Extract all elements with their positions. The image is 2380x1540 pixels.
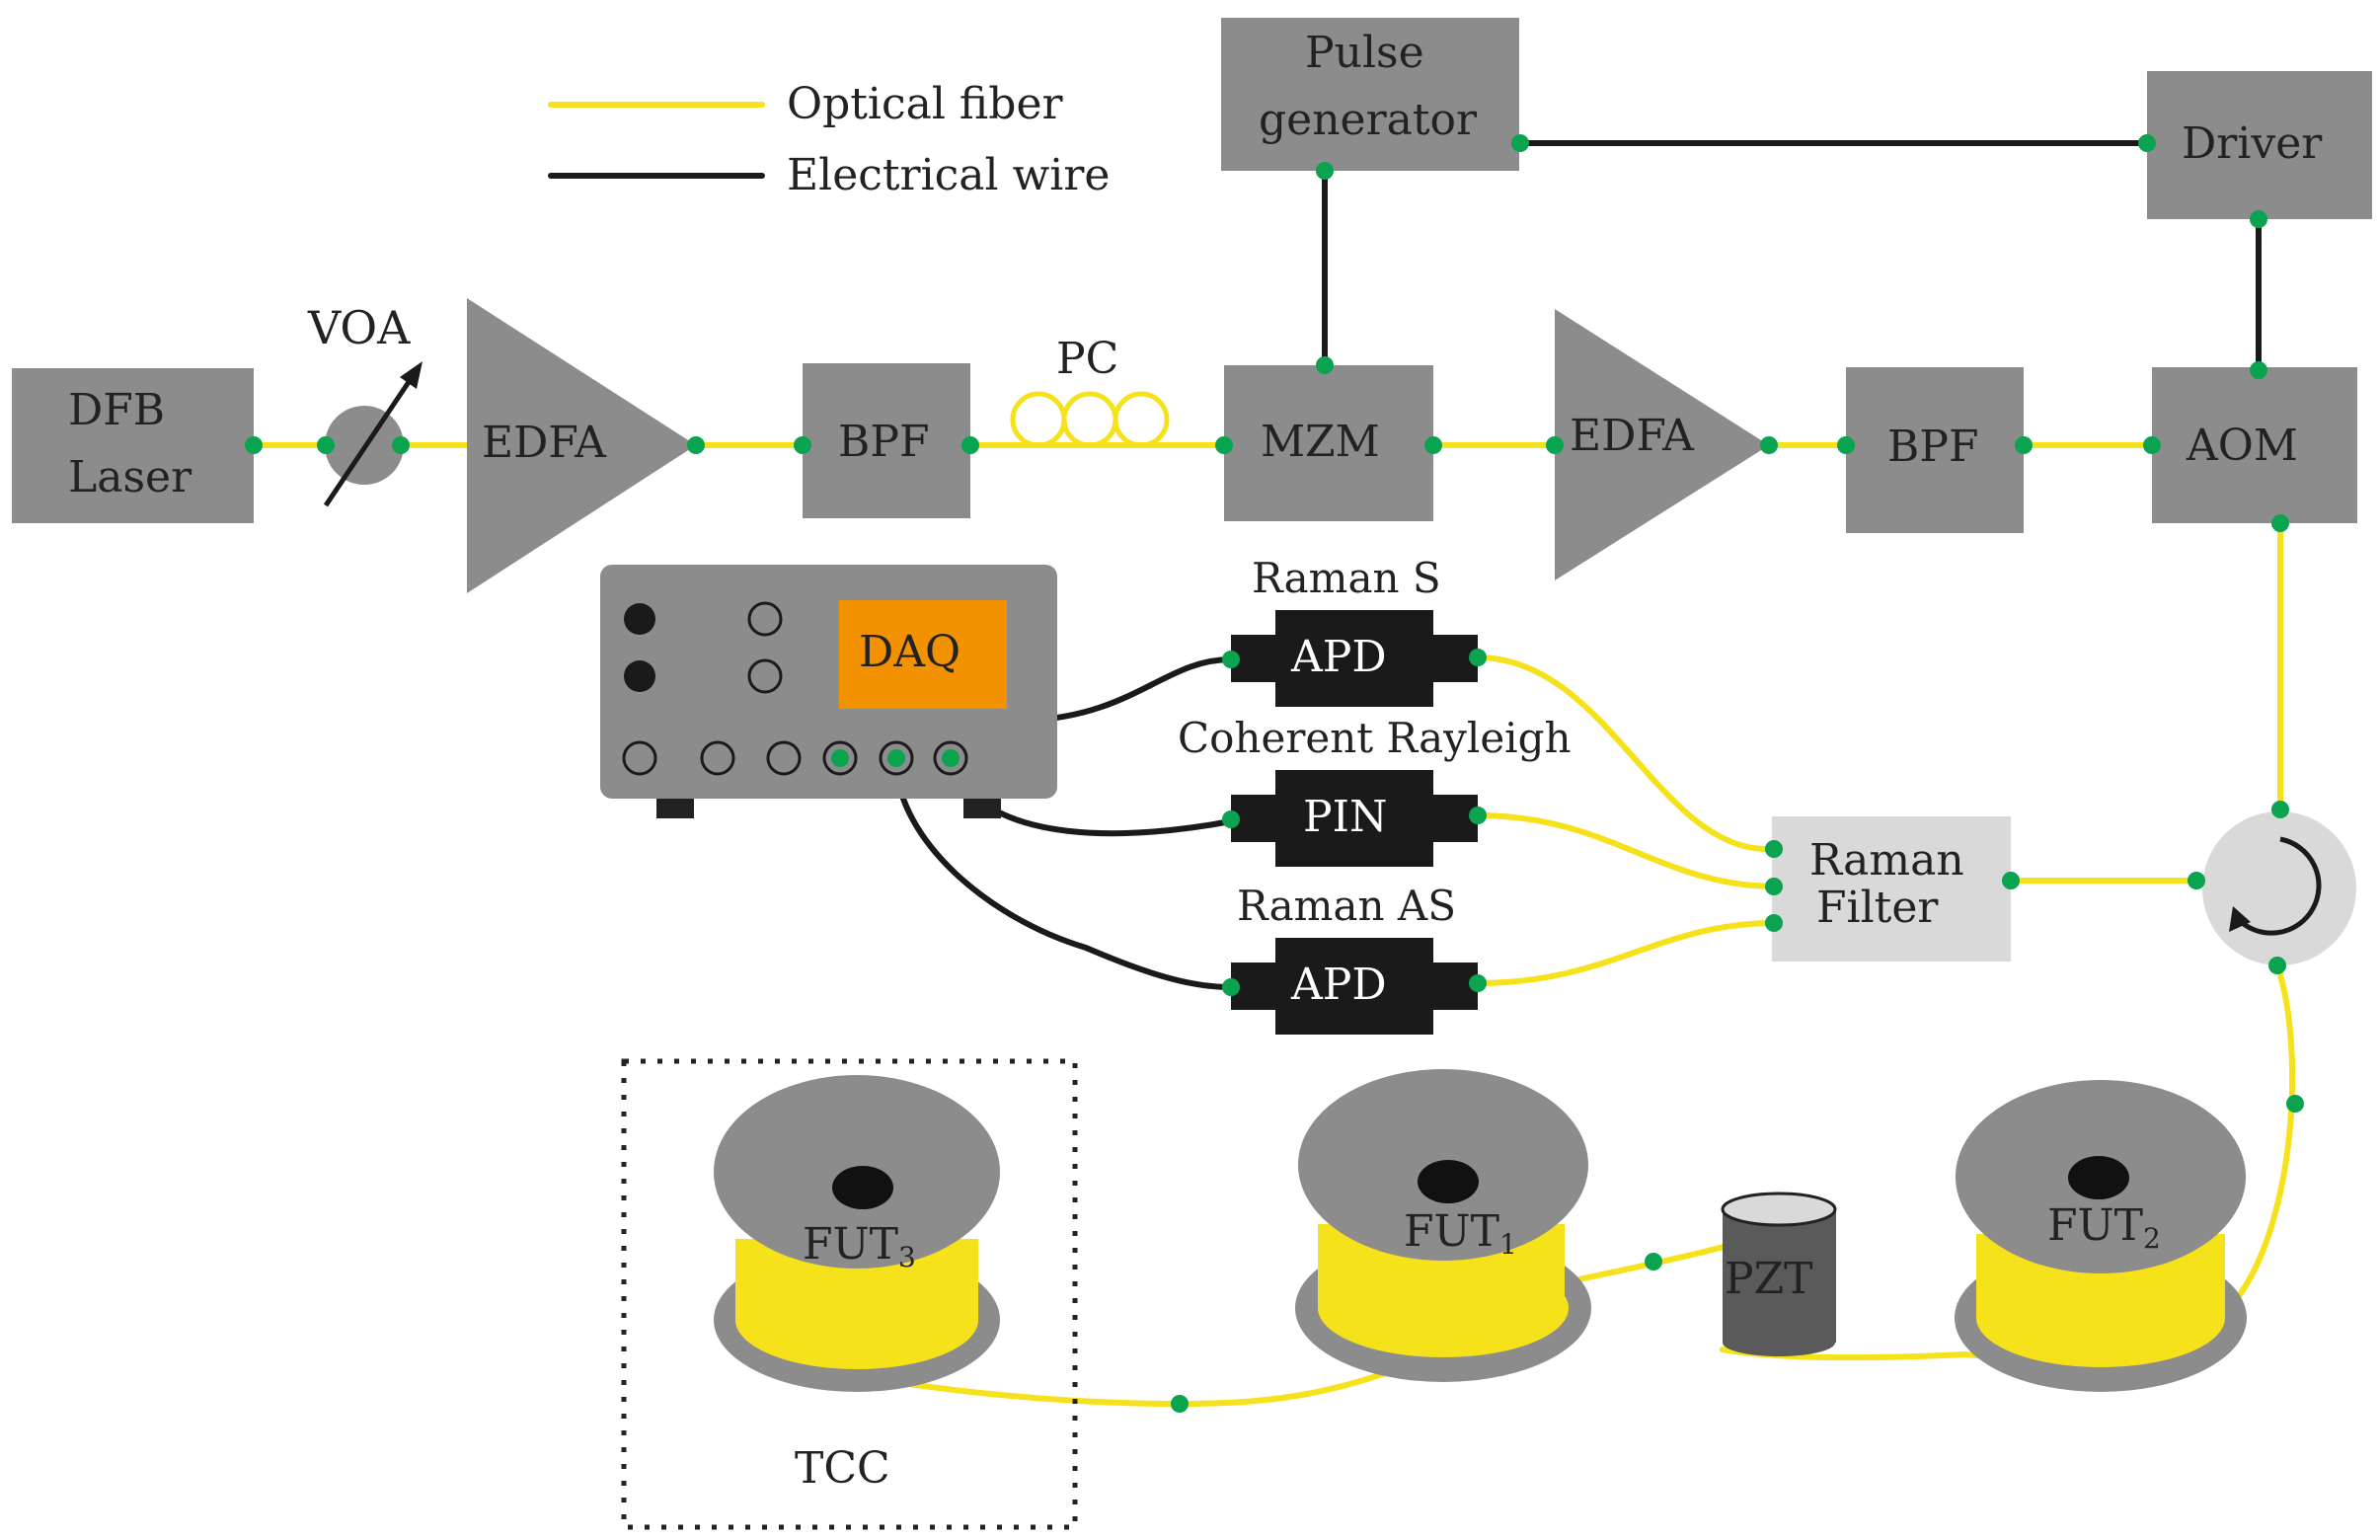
polarization-controller: PC (1010, 334, 1170, 448)
voa: VOA (307, 301, 422, 507)
coherent-rayleigh-label: Coherent Rayleigh (1178, 714, 1572, 762)
bpf-1-label: BPF (838, 417, 929, 467)
daq-label: DAQ (859, 627, 960, 677)
mzm-label: MZM (1261, 417, 1380, 467)
bpf-1: BPF (803, 363, 970, 518)
daq-unit: DAQ (600, 565, 1057, 818)
dfb-laser-label-2: Laser (68, 452, 192, 502)
edfa-2-label: EDFA (1570, 411, 1695, 461)
raman-s-label: Raman S (1252, 554, 1441, 602)
driver-label: Driver (2182, 118, 2323, 169)
raman-filter-label-1: Raman (1809, 835, 1964, 886)
pulse-generator-label-2: generator (1259, 95, 1478, 145)
mzm: MZM (1224, 365, 1433, 521)
legend: Optical fiber Electrical wire (548, 79, 1110, 200)
fut3-spool: FUT3 (714, 1075, 1000, 1392)
fut1-label: FUT1 (1404, 1206, 1517, 1261)
edfa-2: EDFA (1555, 309, 1769, 580)
bpf-2: BPF (1846, 367, 2024, 533)
fut1-spool: FUT1 (1295, 1069, 1591, 1382)
pzt: PZT (1721, 1192, 1837, 1356)
fut2-spool: FUT2 (1955, 1080, 2247, 1392)
apd-2-label: APD (1290, 960, 1387, 1010)
apd-raman-as: Raman AS APD (1231, 882, 1478, 1035)
legend-wire-label: Electrical wire (787, 150, 1110, 200)
dfb-laser: DFB Laser (12, 368, 254, 523)
apd-raman-s: Raman S APD (1231, 554, 1478, 707)
apd-1-label: APD (1290, 632, 1387, 682)
aom-label: AOM (2186, 421, 2298, 471)
fut3-label: FUT3 (803, 1219, 916, 1273)
raman-as-label: Raman AS (1237, 882, 1456, 930)
aom: AOM (2152, 367, 2357, 523)
connectors (245, 134, 2304, 1413)
driver: Driver (2147, 71, 2372, 219)
pulse-generator-label-1: Pulse (1305, 28, 1424, 78)
circulator (2202, 811, 2356, 965)
dfb-laser-label-1: DFB (68, 385, 165, 435)
pc-label: PC (1056, 334, 1118, 384)
raman-filter: Raman Filter (1772, 816, 2011, 962)
edfa-1: EDFA (467, 298, 696, 593)
pin-label: PIN (1303, 792, 1388, 842)
bpf-2-label: BPF (1887, 422, 1978, 472)
electrical-wires (837, 140, 2262, 990)
legend-fiber-label: Optical fiber (787, 79, 1063, 129)
tcc-box: TCC (621, 1058, 1078, 1530)
tcc-label: TCC (795, 1443, 890, 1494)
pzt-label: PZT (1725, 1254, 1813, 1304)
fut2-label: FUT2 (2047, 1200, 2161, 1255)
raman-filter-label-2: Filter (1816, 883, 1939, 933)
voa-label: VOA (307, 301, 411, 354)
edfa-1-label: EDFA (482, 418, 607, 468)
pulse-generator: Pulse generator (1221, 18, 1519, 171)
pin-coherent-rayleigh: Coherent Rayleigh PIN (1178, 714, 1572, 867)
